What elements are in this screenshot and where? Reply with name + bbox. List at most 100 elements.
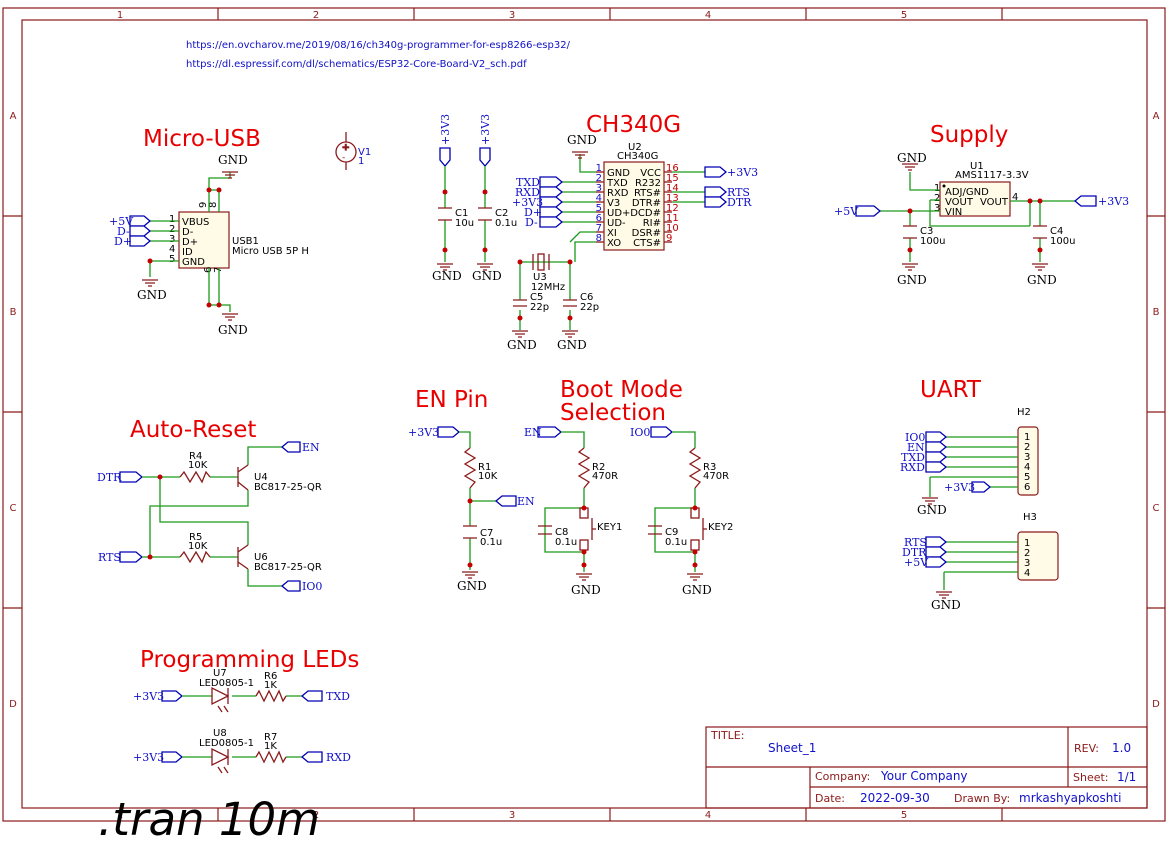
h2-ref: H2 bbox=[1017, 407, 1031, 418]
v1-ref: V1 bbox=[358, 147, 371, 158]
usb1-connector[interactable]: VBUS D- D+ ID GND 1 2 3 4 5 USB1 Micro U… bbox=[169, 202, 309, 273]
net-dp-usb: D+ bbox=[114, 235, 132, 248]
r1-ref: R1 bbox=[478, 462, 491, 473]
c5-value: 22p bbox=[530, 302, 549, 313]
u2-pin-num-11: 11 bbox=[666, 213, 679, 224]
col-label-4-bottom: 4 bbox=[705, 810, 711, 821]
u2-pin-num-8: 8 bbox=[596, 233, 602, 244]
u2-pin-num-4: 4 bbox=[596, 193, 602, 204]
reference-link-1[interactable]: https://en.ovcharov.me/2019/08/16/ch340g… bbox=[186, 40, 571, 51]
section-title-ch340g: CH340G bbox=[586, 112, 681, 138]
col-label-1: 1 bbox=[117, 10, 123, 21]
spice-directive: .tran 10m bbox=[98, 793, 320, 846]
u1-num-2: 2 bbox=[934, 193, 940, 204]
c6-ref: C6 bbox=[580, 292, 593, 303]
net-rts-h3: RTS bbox=[904, 536, 927, 549]
company-label: Company: bbox=[815, 770, 870, 783]
rev-label: REV: bbox=[1074, 742, 1099, 755]
gnd-label-c3: GND bbox=[897, 273, 927, 287]
u7-ref: U7 bbox=[213, 668, 227, 679]
caps-c5-c6: C5 22p C6 22p GND GND GND bbox=[507, 133, 599, 352]
boot-key1-circuit[interactable]: EN R2 470R C8 0.1u KEY1 GND bbox=[524, 426, 622, 597]
row-label-d: D bbox=[9, 699, 17, 710]
date-label: Date: bbox=[815, 792, 845, 805]
u4-ref: U4 bbox=[254, 472, 268, 483]
r2-ref: R2 bbox=[592, 462, 605, 473]
net-v33-led2: +3V3 bbox=[133, 751, 164, 764]
h3-pin-1: 1 bbox=[1024, 538, 1030, 549]
net-dp-ch: D+ bbox=[524, 206, 542, 219]
net-rxd-ch: RXD bbox=[515, 186, 540, 199]
r6-ref: R6 bbox=[264, 671, 277, 682]
title-label: TITLE: bbox=[710, 729, 744, 742]
ams1117-regulator[interactable]: U1 AMS1117-3.3V ADJ/GND VOUT VIN VOUT 1 … bbox=[934, 161, 1029, 218]
crystal-u3[interactable]: U3 12MHz bbox=[531, 253, 565, 293]
u6-value: BC817-25-QR bbox=[254, 562, 322, 573]
c2-ref: C2 bbox=[495, 208, 508, 219]
c3-ref: C3 bbox=[920, 226, 933, 237]
net-rxd-h2: RXD bbox=[900, 461, 925, 474]
net-v33-ch: +3V3 bbox=[512, 196, 543, 209]
c7-ref: C7 bbox=[480, 528, 493, 539]
row-label-c: C bbox=[10, 503, 17, 514]
c1-value: 10u bbox=[455, 218, 474, 229]
h2-pin-1: 1 bbox=[1024, 432, 1030, 443]
svg-text:+: + bbox=[342, 143, 350, 153]
u2-pin-name-8: XO bbox=[607, 238, 621, 249]
v1-value: 1 bbox=[358, 156, 364, 167]
voltage-source-v1[interactable]: + - V1 1 bbox=[335, 132, 371, 170]
gnd-label-usb-bottom: GND bbox=[218, 323, 248, 337]
gnd-label-ch340g: GND bbox=[567, 133, 597, 147]
drawn-by-value: mrkashyapkoshti bbox=[1019, 791, 1121, 805]
net-en-out: EN bbox=[517, 495, 535, 508]
net-rts-ar: RTS bbox=[98, 551, 121, 564]
c7-value: 0.1u bbox=[480, 537, 502, 548]
section-title-uart: UART bbox=[920, 377, 982, 403]
u2-pin-num-6: 6 bbox=[596, 213, 602, 224]
usb1-pin-id: ID bbox=[182, 247, 193, 258]
usb1-value: Micro USB 5P H bbox=[232, 246, 309, 257]
c9-value: 0.1u bbox=[665, 537, 687, 548]
r1-value: 10K bbox=[478, 471, 498, 482]
net-dtr-h3: DTR bbox=[902, 546, 927, 559]
gnd-label-c5: GND bbox=[507, 338, 537, 352]
u1-num-4: 4 bbox=[1012, 192, 1018, 203]
u2-pin-name-6: UD- bbox=[607, 218, 626, 229]
uart-header-h2[interactable]: H2 1 2 3 4 5 6 IO0 EN TXD RXD +3V3 GND bbox=[900, 407, 1039, 517]
usb1-num-9: 9 bbox=[198, 202, 209, 208]
en-pin-circuit: +3V3 R1 10K C7 0.1u EN GND bbox=[408, 426, 535, 593]
sheet-label: Sheet: bbox=[1073, 771, 1109, 784]
u1-ref: U1 bbox=[970, 161, 984, 172]
u2-pin-name-2: TXD bbox=[606, 178, 628, 189]
c8-value: 0.1u bbox=[555, 537, 577, 548]
reference-link-2[interactable]: https://dl.espressif.com/dl/schematics/E… bbox=[186, 59, 527, 70]
u1-num-3: 3 bbox=[934, 203, 940, 214]
h3-pin-2: 2 bbox=[1024, 548, 1030, 559]
u2-pin-num-2: 2 bbox=[596, 173, 602, 184]
u2-pin-name-1: GND bbox=[607, 168, 630, 179]
r4-value: 10K bbox=[188, 460, 208, 471]
ch340g-ic[interactable]: U2 CH340G GND1TXD2RXD3V34UD+5UD-6XI7XO8V… bbox=[596, 142, 679, 251]
sheet-frame: 1 2 3 4 5 1 2 3 4 5 A B C D A B C D bbox=[2, 7, 1166, 822]
c5-ref: C5 bbox=[530, 292, 543, 303]
u1-value: AMS1117-3.3V bbox=[955, 170, 1029, 181]
row-label-b: B bbox=[10, 307, 17, 318]
c9-ref: C9 bbox=[665, 527, 678, 538]
h2-pin-6: 6 bbox=[1024, 482, 1030, 493]
col-label-3-bottom: 3 bbox=[509, 810, 515, 821]
boot-key2-circuit[interactable]: IO0 R3 470R C9 0.1u KEY2 GND bbox=[630, 426, 733, 597]
gnd-label-c1: GND bbox=[432, 269, 462, 283]
net-v33-c1: +3V3 bbox=[439, 114, 452, 145]
usb1-num-5: 5 bbox=[169, 254, 175, 265]
col-label-4: 4 bbox=[705, 10, 711, 21]
u1-pin-vout: VOUT bbox=[945, 197, 974, 208]
u2-pin-num-7: 7 bbox=[596, 223, 602, 234]
r4-ref: R4 bbox=[189, 451, 202, 462]
gnd-label-key2: GND bbox=[682, 583, 712, 597]
h3-pin-3: 3 bbox=[1024, 558, 1030, 569]
uart-header-h3[interactable]: H3 1 2 3 4 RTS DTR +5V GND bbox=[902, 512, 1059, 612]
h2-pin-4: 4 bbox=[1024, 462, 1030, 473]
net-v33-led1: +3V3 bbox=[133, 690, 164, 703]
u3-ref: U3 bbox=[533, 272, 547, 283]
gnd-label-h2: GND bbox=[917, 503, 947, 517]
